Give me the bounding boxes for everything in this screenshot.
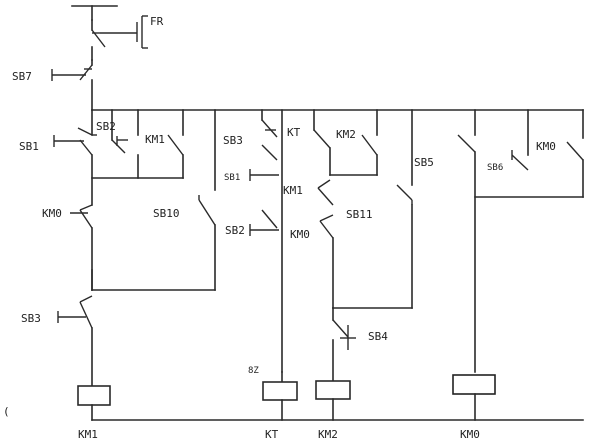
sb2-mid-label: SB2 — [225, 224, 245, 237]
km1-hold-label: KM1 — [145, 133, 165, 146]
sb10-label: SB10 — [153, 207, 180, 220]
sb5-label: SB5 — [414, 156, 434, 169]
sb3-mid-label: SB3 — [223, 134, 243, 147]
branch-km2 — [313, 109, 413, 381]
sb2-label: SB2 — [96, 120, 116, 133]
km1-nc-label: KM1 — [283, 184, 303, 197]
branch-km1 — [53, 109, 216, 386]
sb1-mid-label: SB1 — [224, 173, 240, 183]
edge-mark: ( — [3, 405, 10, 418]
fr-label: FR — [150, 15, 164, 28]
coil-km2-label: KM2 — [318, 428, 338, 441]
coil-km1-label: KM1 — [78, 428, 98, 441]
coil-kt-mark: 8Z — [248, 366, 259, 376]
km2-hold-label: KM2 — [336, 128, 356, 141]
km0-hold-label: KM0 — [536, 140, 556, 153]
sb1-label: SB1 — [19, 140, 39, 153]
branch-km0 — [457, 109, 584, 373]
coil-kt-label: KT — [265, 428, 279, 441]
sb7-stop-button — [51, 59, 93, 111]
fr-overload-contact — [91, 15, 148, 61]
coil-km0 — [452, 374, 496, 395]
coil-km1 — [77, 385, 111, 406]
branch-kt — [214, 109, 283, 383]
sb4-label: SB4 — [368, 330, 388, 343]
sb7-label: SB7 — [12, 70, 32, 83]
sb11-label: SB11 — [346, 208, 373, 221]
coil-km2 — [315, 380, 351, 400]
coil-km0-label: KM0 — [460, 428, 480, 441]
sb3-label: SB3 — [21, 312, 41, 325]
km0-mid-label: KM0 — [290, 228, 310, 241]
supply-line — [71, 5, 118, 21]
coil-kt — [262, 381, 298, 401]
kt-contact-label: KT — [287, 126, 301, 139]
km0-nc-label: KM0 — [42, 207, 62, 220]
sb6-label: SB6 — [487, 163, 503, 173]
